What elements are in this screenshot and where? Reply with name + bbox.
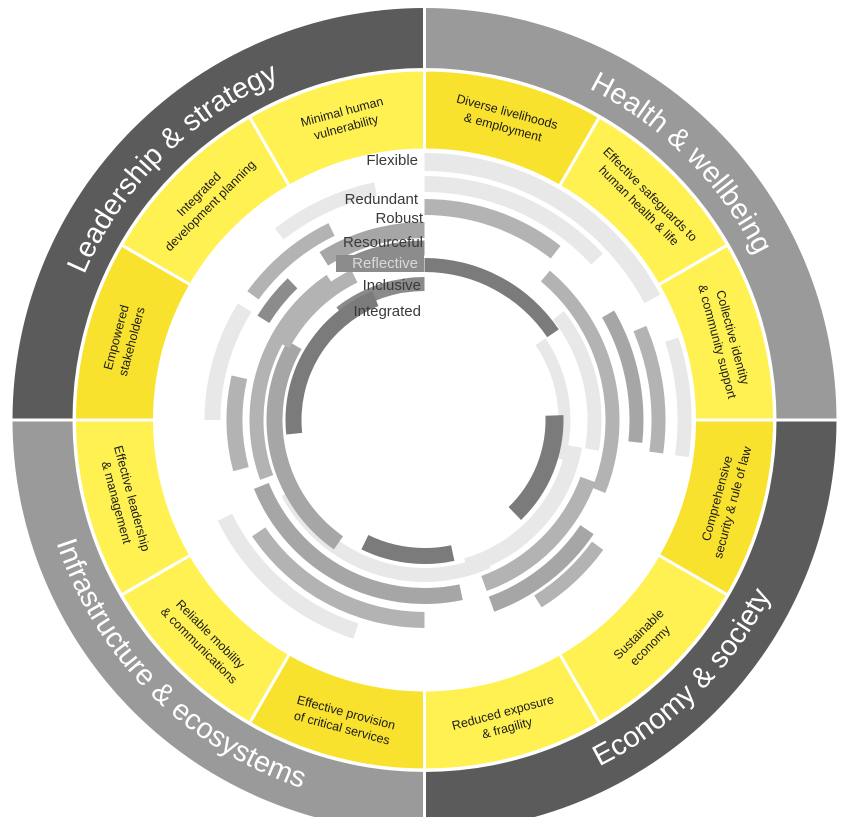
dimension-ring	[12, 8, 837, 817]
quality-label: Inclusive	[363, 277, 421, 294]
quality-arc	[488, 525, 594, 612]
quality-arc	[285, 291, 379, 435]
quality-arc	[424, 153, 661, 304]
quality-label: Reflective	[352, 255, 418, 272]
quality-label: Flexible	[366, 152, 418, 169]
dimension-segment	[12, 8, 425, 420]
quality-arc	[508, 415, 564, 520]
goal-ring	[12, 8, 837, 817]
quality-arc	[424, 176, 603, 265]
quality-arc	[665, 337, 692, 458]
dimension-segment	[424, 8, 837, 420]
quality-arc	[540, 270, 620, 494]
quality-arc	[226, 375, 249, 472]
quality-arc	[274, 182, 377, 240]
quality-label: Robust	[375, 210, 423, 227]
quality-arc	[281, 489, 491, 582]
quality-arc	[277, 269, 358, 349]
quality-arc	[552, 311, 602, 451]
quality-label: Resourceful	[343, 234, 423, 251]
quality-arc	[633, 325, 666, 454]
quality-arc	[266, 341, 344, 550]
dimension-segment	[424, 420, 837, 817]
quality-label-band	[336, 255, 424, 272]
quality-arc	[253, 482, 463, 604]
quality-arc	[534, 541, 604, 608]
qualities-ring	[204, 153, 692, 639]
quality-arc	[252, 527, 425, 628]
quality-arc	[247, 223, 335, 300]
quality-arc	[424, 199, 561, 259]
quality-arc	[257, 278, 298, 324]
quality-arc	[249, 274, 335, 480]
quality-label: Redundant	[345, 191, 419, 208]
quality-arc	[204, 303, 252, 420]
dimension-segment	[12, 420, 425, 817]
quality-labels: FlexibleRedundantRobustResourcefulReflec…	[336, 152, 424, 320]
quality-arc	[217, 513, 359, 639]
quality-label: Integrated	[353, 303, 421, 320]
quality-arc	[361, 535, 455, 564]
quality-arc	[602, 310, 644, 443]
quality-arc	[481, 476, 596, 592]
quality-arc	[424, 258, 559, 338]
goal-segment	[72, 242, 193, 422]
quality-arc	[319, 222, 425, 266]
